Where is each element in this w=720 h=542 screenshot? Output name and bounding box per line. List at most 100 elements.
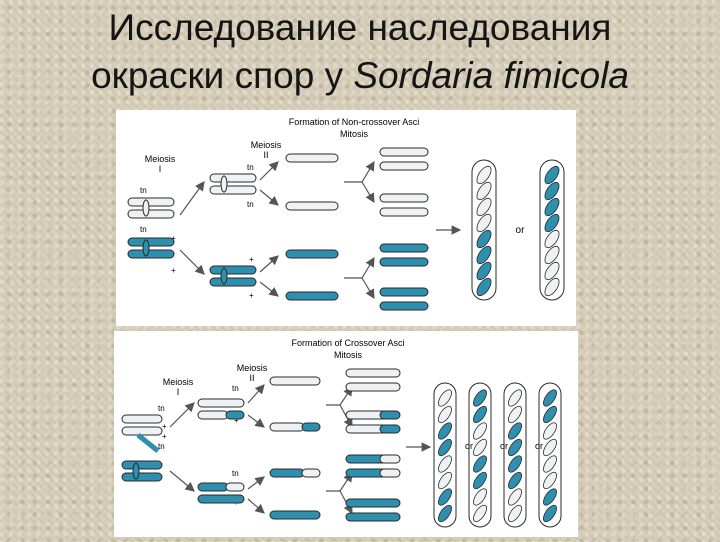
top-meiosis2-num: II: [263, 150, 268, 160]
ascospore-light: [473, 488, 487, 506]
ascospore-dark: [508, 471, 522, 490]
bot-tn-label-2: tn: [232, 384, 239, 393]
bot-or-label-3: or: [535, 441, 543, 451]
arrow: [259, 189, 279, 206]
ascospore-light: [543, 438, 557, 457]
chromatid-light: [209, 185, 257, 195]
bot-plus-3: +: [234, 416, 239, 425]
bot-header-mitosis: Mitosis: [334, 350, 363, 360]
ascospore-dark: [508, 422, 522, 440]
top-plus-3: +: [249, 255, 254, 264]
top-plus-1: +: [171, 234, 176, 243]
centromere: [220, 267, 228, 285]
mitosis-arrows-top: [344, 160, 375, 300]
ascospore-dark: [473, 455, 487, 473]
top-header-mitosis: Mitosis: [340, 129, 369, 139]
spore-nucleus-dark: [285, 291, 339, 301]
crossover-diagram: Formation of Crossover Asci Mitosis Meio…: [114, 331, 578, 537]
ascospore-light: [473, 422, 487, 440]
centromere: [142, 199, 150, 217]
ascospore-dark: [473, 389, 487, 407]
arrow: [169, 470, 195, 492]
ascospore-light: [508, 504, 522, 523]
bot-plus-2: +: [162, 432, 167, 441]
ascospore-light: [508, 389, 522, 407]
ascospore-dark: [543, 405, 557, 424]
ascospore-dark: [438, 488, 452, 506]
top-plus-4: +: [249, 291, 254, 300]
mitosis-arrows-bottom: [326, 386, 353, 515]
title-line-1: Исследование наследования: [108, 7, 612, 48]
arrow: [259, 281, 279, 297]
title-line-2-prefix: окраски спор у: [91, 55, 354, 96]
slide-title: Исследование наследования окраски спор у…: [0, 4, 720, 100]
spore-nucleus-light: [285, 153, 339, 163]
ascospore-light: [543, 422, 557, 440]
ascospore-light: [438, 405, 452, 424]
bot-dyad-chromosomes: [197, 398, 245, 504]
top-tn-label-3: tn: [247, 200, 254, 209]
bot-meiosis2-num: II: [249, 373, 254, 383]
ascospore-light: [543, 471, 557, 490]
top-meiosis2-products: [285, 153, 339, 301]
bot-meiosis1-label: Meiosis: [163, 377, 194, 387]
chromatid-dark: [127, 237, 175, 247]
arrow: [179, 249, 205, 275]
bot-meiosis2-products: [269, 376, 321, 520]
arrow: [169, 402, 195, 428]
top-meiosis2-label: Meiosis: [251, 140, 282, 150]
ascospore-light: [438, 471, 452, 490]
top-meiosis1-chromosomes: [127, 197, 175, 259]
non-crossover-svg: Formation of Non-crossover Asci Mitosis …: [127, 117, 565, 311]
ascospore-dark: [473, 405, 487, 424]
chromatid-dark: [209, 277, 257, 287]
top-plus-2: +: [171, 266, 176, 275]
bot-plus-1: +: [162, 422, 167, 431]
title-line-2: окраски спор у Sordaria fimicola: [0, 52, 720, 100]
ascospore-light: [438, 455, 452, 473]
bot-tn-label-4: tn: [232, 469, 239, 478]
top-tn-label-2: tn: [247, 163, 254, 172]
bot-tn-label-3: tn: [158, 442, 165, 451]
bot-mitosis-products: [345, 368, 401, 522]
top-ascus-2: [539, 159, 565, 301]
arrow: [259, 255, 279, 273]
chromatid-dark: [127, 249, 175, 259]
ascospore-dark: [438, 438, 452, 457]
top-meiosis1-label: Meiosis: [145, 154, 176, 164]
bot-meiosis1-num: I: [177, 387, 180, 397]
ascospore-light: [543, 455, 557, 473]
crossover-svg: Formation of Crossover Asci Mitosis Meio…: [121, 338, 562, 528]
top-tn-label-1: tn: [140, 186, 147, 195]
bot-or-label-2: or: [500, 441, 508, 451]
non-crossover-diagram: Formation of Non-crossover Asci Mitosis …: [116, 110, 576, 326]
chromatid-light: [127, 197, 175, 207]
top-dyad-chromosomes: [209, 173, 257, 287]
spore-nucleus-light: [285, 201, 339, 211]
ascospore-dark: [438, 504, 452, 523]
bot-or-label-1: or: [465, 441, 473, 451]
ascospore-light: [508, 405, 522, 424]
centromere: [220, 175, 228, 193]
chromatid-light: [127, 209, 175, 219]
ascospore-light: [508, 488, 522, 506]
ascospore-dark: [543, 504, 557, 523]
ascospore-dark: [508, 438, 522, 457]
chromatid-light: [209, 173, 257, 183]
ascospore-light: [473, 504, 487, 523]
ascospore-light: [438, 389, 452, 407]
spore-nucleus-dark: [285, 249, 339, 259]
ascospore-dark: [543, 488, 557, 506]
top-meiosis1-num: I: [159, 164, 162, 174]
chromatid-dark: [209, 265, 257, 275]
bot-meiosis1-chromosomes: [121, 414, 163, 482]
bot-asci-group: [433, 382, 562, 528]
top-or-label: or: [516, 225, 526, 236]
bot-tn-label-1: tn: [158, 404, 165, 413]
species-name: Sordaria fimicola: [353, 55, 629, 96]
ascospore-dark: [473, 471, 487, 490]
ascospore-dark: [438, 422, 452, 440]
ascospore-dark: [543, 389, 557, 407]
top-tn-label-4: tn: [140, 225, 147, 234]
top-ascus-1: [471, 159, 497, 301]
